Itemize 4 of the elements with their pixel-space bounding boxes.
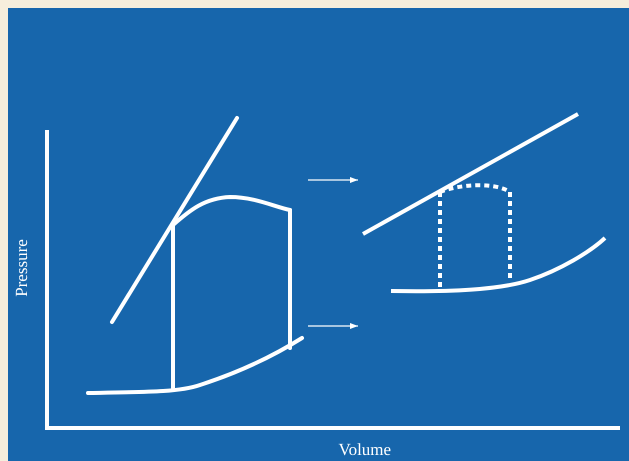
arrow [308,323,358,329]
axis-label: Volume [338,440,392,460]
arrow [308,177,358,183]
axis-label: Pressure [12,239,32,297]
